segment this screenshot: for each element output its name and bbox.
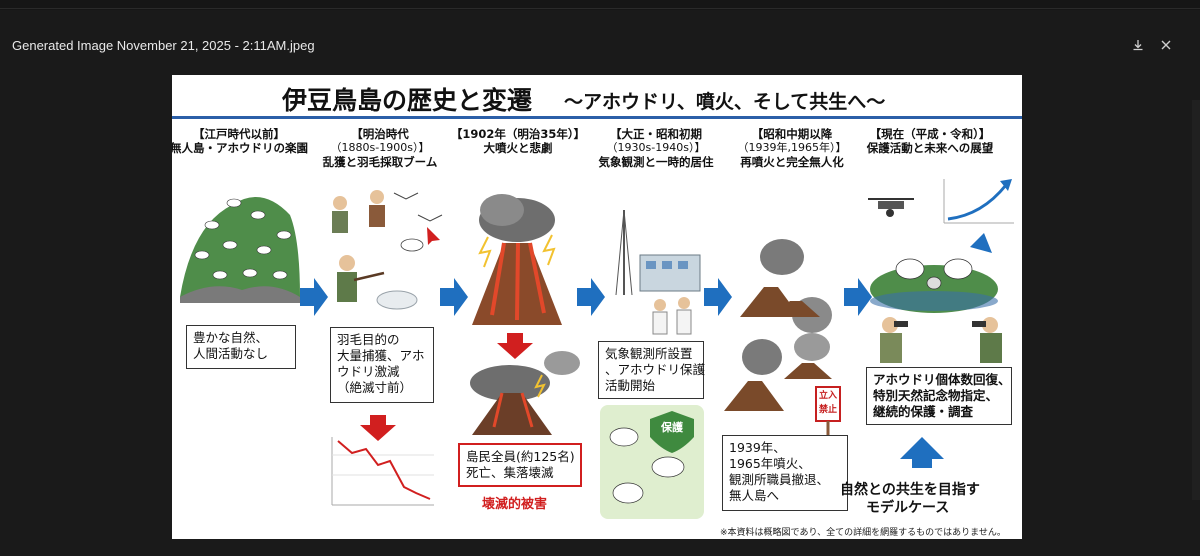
- era-edo: 【江戸時代以前】 無人島・アホウドリの楽園: [172, 127, 308, 155]
- catastrophic-damage-label: 壊滅的被害: [482, 497, 548, 512]
- showa-eruption-box: 1939年、 1965年噴火、 観測所職員撤退、 無人島へ: [722, 435, 848, 511]
- infographic-illustration: [180, 179, 1014, 519]
- disclaimer: ※本資料は概略図であり、全ての詳細を網羅するものではありません。: [720, 528, 1006, 538]
- eruption-casualties-box: 島民全員(約125名) 死亡、集落壊滅: [458, 443, 582, 487]
- download-icon: [1133, 40, 1143, 51]
- edge-strip: [1192, 100, 1200, 500]
- present-status-box: アホウドリ個体数回復、 特別天然記念物指定、 継続的保護・調査: [866, 367, 1012, 425]
- viewer-title: Generated Image November 21, 2025 - 2:11…: [12, 38, 315, 53]
- title-rule: [172, 116, 1022, 119]
- birdwatchers-illustration: [880, 317, 1002, 363]
- red-arrows: [360, 227, 533, 441]
- flow-arrows: [300, 233, 992, 468]
- meiji-description-box: 羽毛目的の 大量捕獲、アホ ウドリ激減 （絶滅寸前）: [330, 327, 434, 403]
- hunters-illustration: [332, 190, 443, 310]
- decline-chart: [331, 437, 434, 506]
- era-meiji: 【明治時代 （1880s-1900s）】 乱獲と羽毛採取ブーム: [322, 127, 438, 169]
- era-mid-showa: 【昭和中期以降 （1939年,1965年）】 再噴火と完全無人化: [737, 127, 847, 169]
- growth-chart-illustration: [943, 179, 1014, 224]
- weather-station-illustration: [615, 209, 701, 335]
- era-taisho-showa: 【大正・昭和初期 （1930s-1940s）】 気象観測と一時的居住: [598, 127, 714, 169]
- close-button[interactable]: [1156, 35, 1176, 55]
- twin-volcanoes-illustration: [724, 239, 832, 411]
- observation-box: 気象観測所設置 、アホウドリ保護 活動開始: [598, 341, 705, 399]
- closing-message: 自然との共生を目指す モデルケース: [840, 482, 980, 516]
- edo-description-box: 豊かな自然、 人間活動なし: [186, 325, 296, 369]
- image-canvas: 伊豆鳥島の歴史と変遷 〜アホウドリ、噴火、そして共生へ〜 【江戸時代以前】 無人…: [172, 75, 1022, 539]
- destroyed-village-illustration: [470, 351, 580, 435]
- era-present: 【現在（平成・令和）】 保護活動と未来への展望: [866, 127, 994, 155]
- protected-albatross-illustration: [600, 405, 704, 519]
- close-icon: [1161, 40, 1171, 50]
- nesting-island-illustration: [870, 258, 998, 313]
- infographic-title: 伊豆鳥島の歴史と変遷: [282, 86, 533, 115]
- protection-badge: 保護: [661, 421, 683, 434]
- infographic-subtitle: 〜アホウドリ、噴火、そして共生へ〜: [564, 91, 886, 113]
- volcano-illustration: [472, 194, 562, 325]
- albatross-island-illustration: [180, 197, 300, 303]
- no-entry-sign-illustration: [815, 386, 841, 435]
- no-entry-sign: 立入 禁止: [818, 391, 837, 415]
- era-1902: 【1902年（明治35年）】 大噴火と悲劇: [450, 127, 586, 155]
- drone-illustration: [868, 198, 914, 217]
- download-button[interactable]: [1128, 35, 1148, 55]
- top-bar: [0, 0, 1200, 10]
